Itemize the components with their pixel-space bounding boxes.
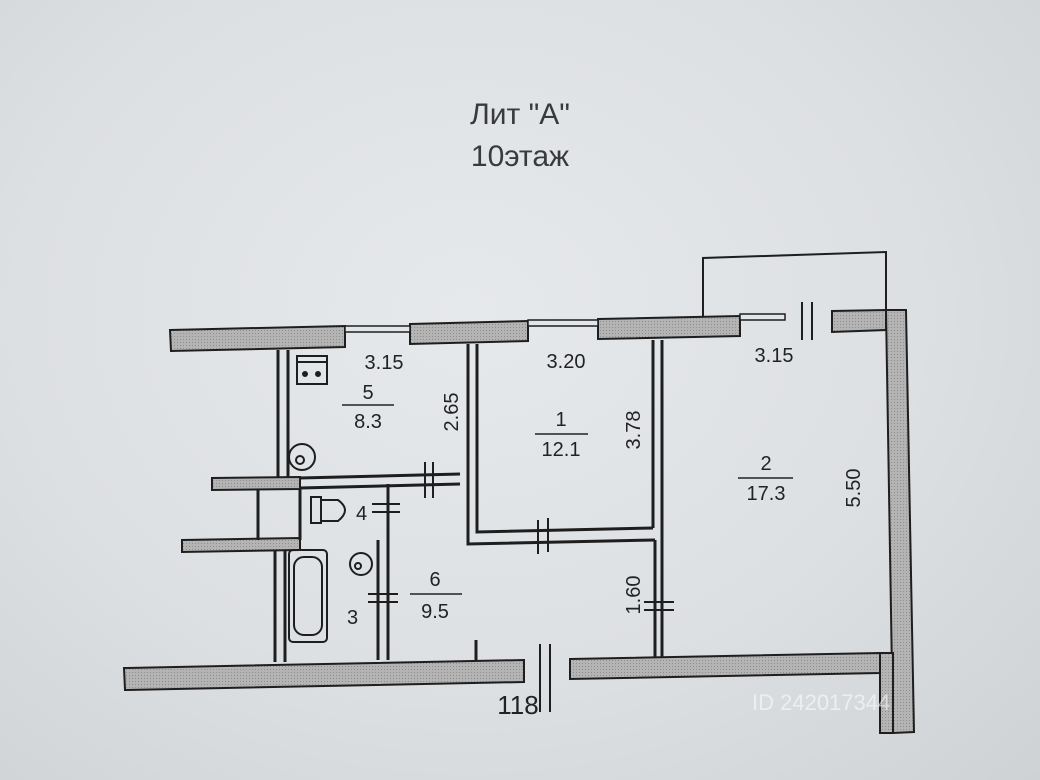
dim-room1-depth: 3.78 (623, 411, 645, 450)
dim-hall-depth: 1.60 (623, 576, 645, 615)
room-number: 1 (555, 409, 566, 431)
room-6-label: 6 9.5 (410, 569, 462, 623)
toilet-icon (310, 496, 346, 524)
dim-room2-width: 3.15 (755, 345, 794, 367)
room-number: 6 (429, 569, 440, 591)
room-1-label: 1 12.1 (535, 409, 588, 461)
floor-label: 10этаж (471, 140, 569, 173)
room-area: 9.5 (421, 601, 449, 623)
room-4-number: 4 (356, 503, 367, 525)
room-5-label: 5 8.3 (342, 382, 394, 433)
watermark: ID 242017344 (752, 690, 890, 715)
walls (122, 250, 916, 735)
room-number: 2 (760, 453, 771, 475)
bathtub-icon (288, 549, 328, 643)
stove-icon (296, 355, 328, 385)
room-2-label: 2 17.3 (738, 453, 793, 505)
dim-room2-depth: 5.50 (843, 469, 865, 508)
room-area: 17.3 (747, 483, 786, 505)
interior-walls (256, 340, 664, 662)
room-number: 5 (362, 382, 373, 404)
room-area: 12.1 (542, 439, 581, 461)
dim-room5-width: 3.15 (365, 352, 404, 374)
sink-icon (288, 443, 316, 471)
dim-entrance: 118 (497, 690, 538, 720)
room-area: 8.3 (354, 411, 382, 433)
dim-room1-width: 3.20 (547, 351, 586, 373)
windows (344, 313, 786, 333)
plan-title: Лит "А" (470, 98, 570, 131)
door-markers (368, 302, 813, 712)
dim-room5-depth: 2.65 (441, 393, 463, 432)
washbasin-icon (349, 552, 373, 576)
room-3-number: 3 (347, 607, 358, 629)
